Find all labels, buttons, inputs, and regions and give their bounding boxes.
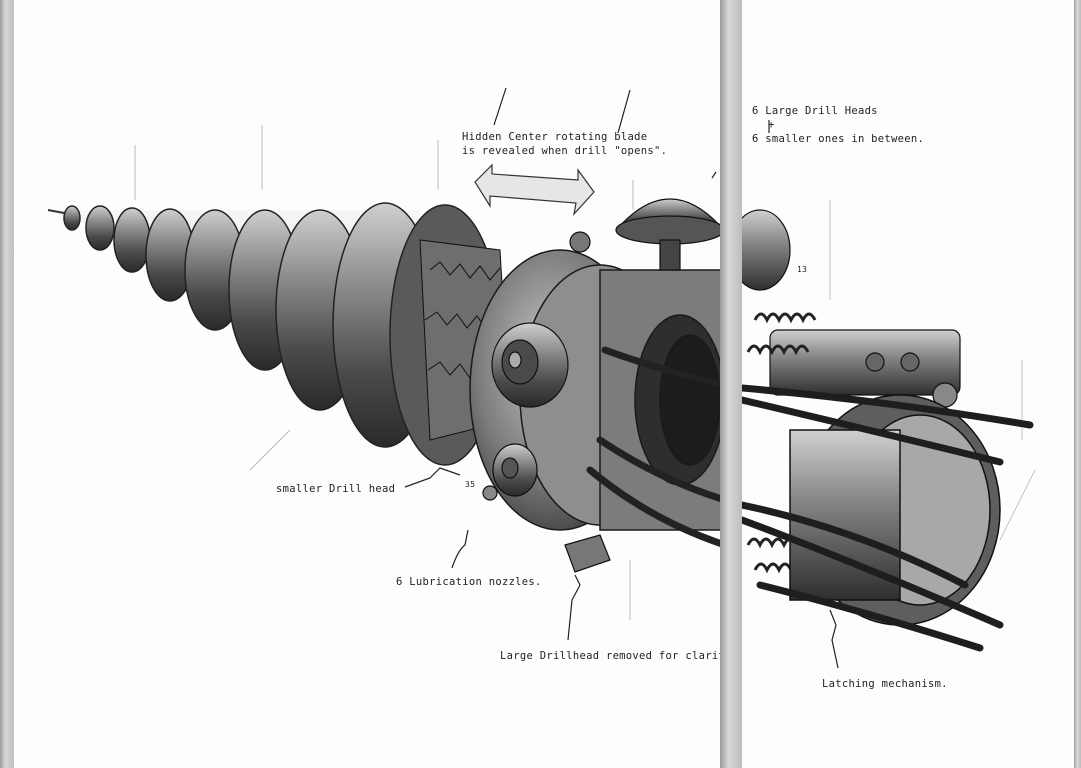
leader-lines bbox=[404, 87, 717, 641]
annotation-hidden-blade: Hidden Center rotating blade is revealed… bbox=[462, 130, 667, 158]
canvas-panel-right: 6 Large Drill Heads + 6 smaller ones in … bbox=[742, 0, 1074, 768]
annotation-large-drill-heads-line1: 6 Large Drill Heads bbox=[752, 105, 878, 117]
top-dome bbox=[569, 198, 720, 271]
front-drill-head bbox=[491, 322, 569, 497]
annotation-lubrication: 6 Lubrication nozzles. bbox=[396, 576, 542, 588]
annotation-large-drill-heads-line2: 6 smaller ones in between. bbox=[752, 133, 925, 145]
annotation-large-drill-heads: 6 Large Drill Heads + 6 smaller ones in … bbox=[752, 104, 924, 146]
panel-edge-right bbox=[1074, 0, 1081, 768]
upper-piston bbox=[769, 329, 961, 408]
right-hoses bbox=[742, 384, 1034, 652]
drill-illustration-left bbox=[47, 87, 720, 641]
annotation-number-13: 13 bbox=[797, 265, 808, 274]
rotation-arrow bbox=[474, 163, 595, 216]
drill-illustration-right bbox=[742, 120, 1036, 669]
panel-edge-left bbox=[0, 0, 14, 768]
annotation-number-35: 35 bbox=[465, 480, 476, 489]
annotation-smaller-drill-head: smaller Drill head bbox=[276, 483, 396, 495]
canvas-panel-left: Hidden Center rotating blade is revealed… bbox=[14, 0, 720, 768]
annotation-plus: + bbox=[768, 119, 775, 131]
panel-edge-middle bbox=[720, 0, 742, 768]
annotation-hidden-blade-line1: Hidden Center rotating blade bbox=[462, 131, 648, 143]
annotation-drillhead-removed: Large Drillhead removed for clarit bbox=[500, 650, 720, 662]
hoses bbox=[586, 346, 720, 547]
annotation-latching-mechanism: Latching mechanism. bbox=[822, 678, 948, 690]
latching-ring bbox=[789, 394, 1001, 626]
annotation-hidden-blade-line2: is revealed when drill "opens". bbox=[462, 145, 668, 157]
